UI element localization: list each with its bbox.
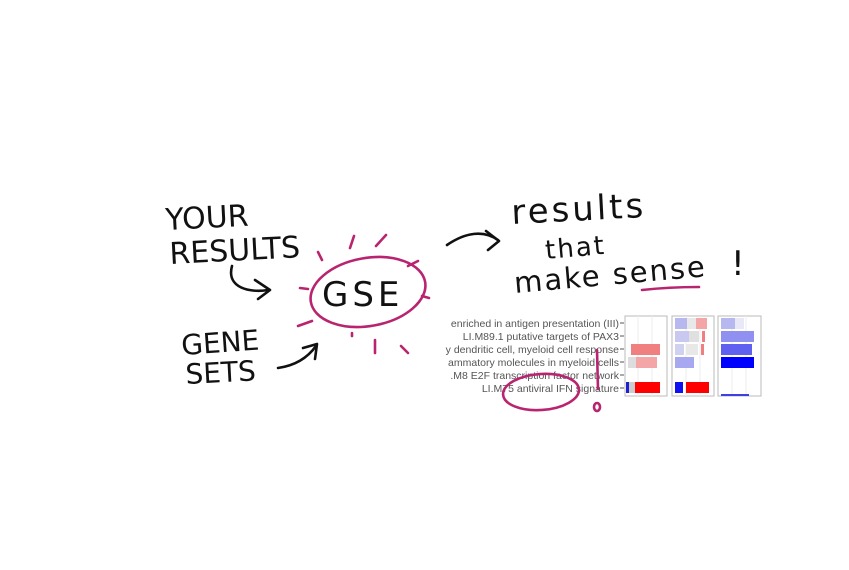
cell (701, 344, 704, 355)
arrow-results-to-gse-head (253, 278, 272, 301)
cell (721, 394, 749, 396)
cell (629, 382, 635, 393)
cell (675, 344, 684, 355)
cell (687, 318, 696, 329)
heatmap-row-labels: enriched in antigen presentation (III) L… (446, 318, 620, 395)
cell (702, 331, 705, 342)
arrow-gse-to-output-head (484, 229, 501, 252)
cell (721, 357, 754, 368)
make-sense-label: make sense (513, 249, 708, 300)
cell (636, 357, 657, 368)
gene-label: GENE (180, 324, 260, 362)
your-results-label: YOUR RESULTS (164, 199, 301, 272)
cell (635, 382, 660, 393)
cell (721, 344, 752, 355)
heatmap-panel-1 (624, 315, 668, 397)
exclamation-mark: ! (731, 244, 745, 284)
cell (675, 318, 687, 329)
your-label: YOUR (164, 199, 250, 238)
gse-label: GSE (322, 275, 403, 315)
heatmap-panel-3 (717, 315, 762, 397)
cell (721, 331, 754, 342)
cell (721, 318, 735, 329)
cell (675, 357, 694, 368)
cell (735, 318, 744, 329)
that-label: that (544, 231, 607, 266)
gse-node: GSE (296, 233, 431, 355)
heatmap-exclamation-dot (592, 401, 602, 413)
heatmap-ticks (620, 322, 624, 389)
cell (628, 357, 636, 368)
row-label-1: LI.M89.1 putative targets of PAX3 (463, 331, 619, 343)
cell (696, 318, 707, 329)
results-label: RESULTS (169, 230, 301, 272)
cell (626, 382, 629, 393)
row-label-3: ammatory molecules in myeloid cells (448, 357, 619, 369)
cell (675, 382, 683, 393)
output-label: results that make sense ! (510, 186, 744, 300)
heatmap-panel-2 (671, 315, 715, 397)
cell (689, 331, 699, 342)
results-output-label: results (510, 186, 647, 233)
arrow-results-to-gse (229, 264, 270, 293)
heatmap-snippet: enriched in antigen presentation (III) L… (446, 315, 762, 413)
row-label-4: .M8 E2F transcription factor network (450, 370, 619, 382)
gse-rays (296, 233, 431, 355)
sense-underline (640, 285, 701, 292)
cell (631, 344, 660, 355)
cell (675, 331, 689, 342)
cell (686, 382, 709, 393)
arrow-genesets-to-gse (276, 344, 318, 370)
arrow-genesets-to-gse-head (301, 342, 319, 361)
heatmap-exclamation-stroke (595, 348, 600, 391)
sets-label: SETS (185, 354, 257, 391)
ifn-signature-highlight (501, 372, 581, 412)
row-label-0: enriched in antigen presentation (III) (451, 318, 619, 330)
row-label-5: LI.M75 antiviral IFN signature (482, 383, 619, 395)
cell (686, 344, 698, 355)
gene-sets-label: GENE SETS (180, 324, 260, 391)
gse-circle (309, 255, 427, 329)
row-label-2: y dendritic cell, myeloid cell response (446, 344, 619, 356)
